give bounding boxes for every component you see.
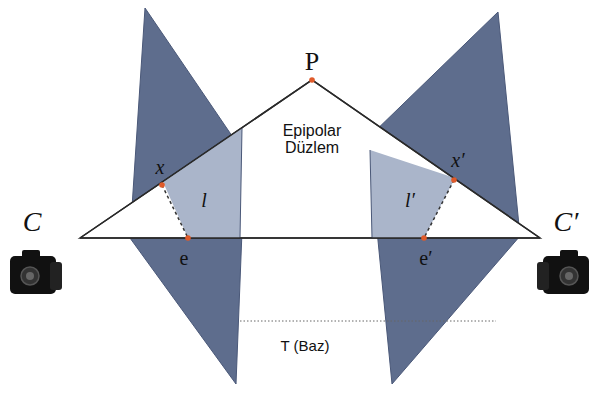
point-label: e [180,248,189,269]
point-x [159,182,165,188]
point-label: P [305,48,319,75]
point-label: x′ [451,150,464,171]
line-label: l [201,190,207,211]
epipolar-line-left [162,185,188,238]
camera-label: C′ [554,207,579,236]
point-label: e′ [419,248,432,269]
camera-left [10,250,62,294]
epipolar-plane [80,80,540,238]
camera-label: C [23,207,42,236]
left-plane-edge [240,128,242,238]
point-e-prime [421,235,427,241]
baseline-label: T (Baz) [281,338,330,354]
point-p [309,77,315,83]
baseline [80,237,540,239]
point-x-prime [451,177,457,183]
point-label: x [156,157,165,178]
left-plane-front [163,128,242,238]
right-plane-edge [370,150,372,238]
epipolar-line-right [424,180,454,238]
camera-right [537,250,589,294]
plane-label: Epipolar Düzlem [272,123,352,157]
right-plane-front [370,150,455,238]
right-image-plane [368,12,520,384]
ray-lines [80,80,540,238]
baseline-marker [240,321,496,322]
line-label: l′ [405,190,415,211]
point-e [185,235,191,241]
